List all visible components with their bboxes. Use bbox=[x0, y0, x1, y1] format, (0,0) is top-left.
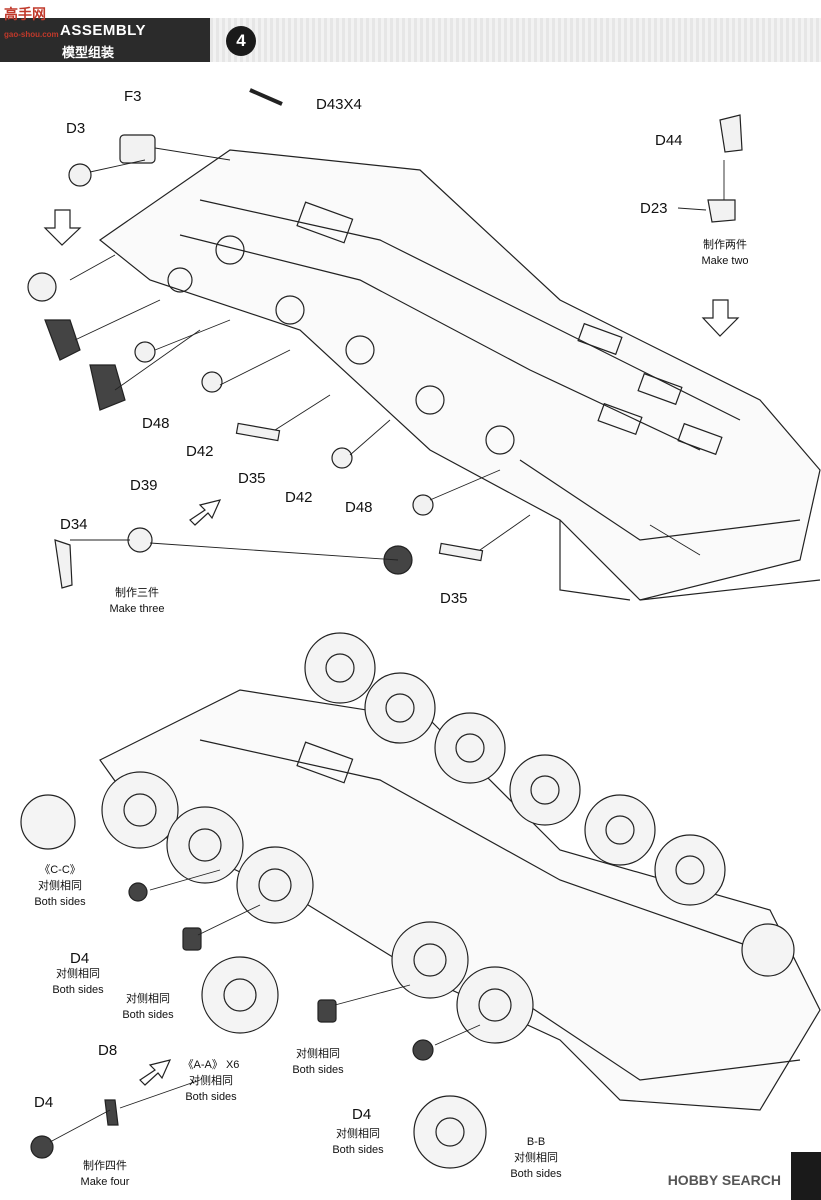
part-label-d4-left: D4 bbox=[70, 950, 90, 967]
part-label-d4-right: D4 bbox=[352, 1106, 372, 1123]
part-label-d42-upper: D42 bbox=[186, 443, 214, 460]
hobby-search-watermark: HOBBY SEARCH bbox=[667, 1172, 781, 1188]
bb-en: Both sides bbox=[510, 1168, 562, 1180]
lower-hollow-arrow bbox=[139, 1059, 172, 1086]
upper-parts-drawing bbox=[27, 88, 743, 589]
bb-cn: 对侧相同 bbox=[514, 1152, 558, 1164]
cc-cn: 对侧相同 bbox=[38, 880, 82, 892]
cc-label: 《C-C》 bbox=[39, 864, 81, 876]
d4-right-cn: 对侧相同 bbox=[336, 1128, 380, 1140]
part-label-d4-bottom: D4 bbox=[34, 1094, 54, 1111]
mid-note: 对侧相同 Both sides bbox=[108, 991, 188, 1023]
make-three-note: 制作三件 Make three bbox=[100, 585, 174, 617]
part-label-d43: D43X4 bbox=[316, 96, 362, 113]
part-label-d34: D34 bbox=[60, 516, 88, 533]
part-label-d44: D44 bbox=[655, 132, 683, 149]
mid-en: Both sides bbox=[122, 1009, 174, 1021]
cc-section-note: 《C-C》 对侧相同 Both sides bbox=[20, 862, 100, 910]
d4-left-cn: 对侧相同 bbox=[56, 968, 100, 980]
aa-cn: 对侧相同 bbox=[189, 1075, 233, 1087]
upper-hull-drawing bbox=[98, 149, 821, 601]
right-mid-en: Both sides bbox=[292, 1064, 344, 1076]
mid-cn: 对侧相同 bbox=[126, 993, 170, 1005]
site-logo: 高手网 bbox=[4, 6, 46, 22]
part-label-d3: D3 bbox=[66, 120, 86, 137]
make-four-note: 制作四件 Make four bbox=[70, 1158, 140, 1190]
step-number-badge: 4 bbox=[226, 26, 256, 56]
upper-hollow-arrows bbox=[43, 209, 740, 526]
aa-label: 《A-A》 X6 bbox=[182, 1059, 240, 1071]
part-label-f3: F3 bbox=[124, 88, 142, 105]
make-three-cn: 制作三件 bbox=[115, 587, 159, 599]
page-corner-block bbox=[791, 1152, 821, 1200]
cc-en: Both sides bbox=[34, 896, 86, 908]
upper-leader-lines bbox=[69, 147, 725, 561]
make-four-cn: 制作四件 bbox=[83, 1160, 127, 1172]
part-label-d23: D23 bbox=[640, 200, 668, 217]
bb-label: B-B bbox=[526, 1136, 546, 1148]
d4-right-en: Both sides bbox=[332, 1144, 384, 1156]
lower-leader-lines bbox=[49, 869, 481, 1143]
aa-section-note: 《A-A》 X6 对侧相同 Both sides bbox=[176, 1057, 246, 1105]
right-mid-cn: 对侧相同 bbox=[296, 1048, 340, 1060]
make-three-en: Make three bbox=[109, 603, 165, 615]
part-label-d48-upper: D48 bbox=[142, 415, 170, 432]
header-stripe bbox=[210, 18, 821, 62]
d4-left-en: Both sides bbox=[52, 984, 104, 996]
part-label-d35-upper: D35 bbox=[238, 470, 266, 487]
road-wheels-drawing bbox=[20, 632, 795, 1169]
d4-left-note: 对侧相同 Both sides bbox=[38, 966, 118, 998]
section-title: ASSEMBLY bbox=[60, 22, 146, 39]
make-two-en: Make two bbox=[701, 255, 749, 267]
part-label-d39: D39 bbox=[130, 477, 158, 494]
lower-small-parts bbox=[30, 882, 434, 1159]
make-two-note: 制作两件 Make two bbox=[690, 237, 760, 269]
part-label-d42-lower: D42 bbox=[285, 489, 313, 506]
make-two-cn: 制作两件 bbox=[703, 239, 747, 251]
part-label-d35-lower: D35 bbox=[440, 590, 468, 607]
site-logo-url: gao-shou.com bbox=[4, 30, 59, 39]
d4-right-note: 对侧相同 Both sides bbox=[318, 1126, 398, 1158]
header-bar bbox=[0, 18, 210, 62]
part-label-d8: D8 bbox=[98, 1042, 118, 1059]
bb-section-note: B-B 对侧相同 Both sides bbox=[496, 1134, 576, 1182]
part-label-d48-lower: D48 bbox=[345, 499, 373, 516]
right-mid-note: 对侧相同 Both sides bbox=[278, 1046, 358, 1078]
make-four-en: Make four bbox=[80, 1176, 130, 1188]
aa-en: Both sides bbox=[185, 1091, 237, 1103]
section-subtitle: 模型组装 bbox=[62, 45, 115, 60]
